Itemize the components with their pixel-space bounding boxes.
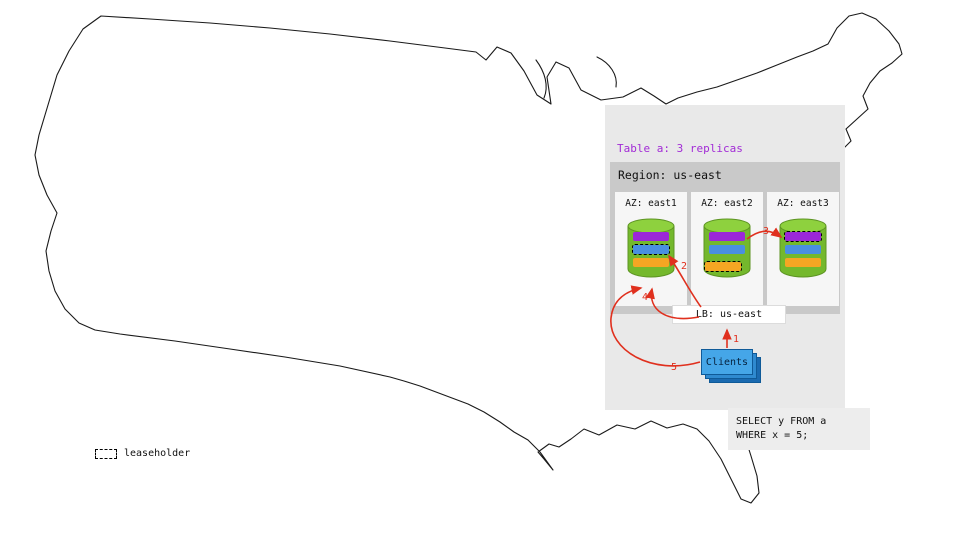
- leaseholder-legend-label: leaseholder: [124, 448, 191, 459]
- sql-line-2: WHERE x = 5;: [736, 430, 809, 441]
- legend-table-a: Table a: 3 replicas: [617, 142, 743, 155]
- replica-table-a: [709, 232, 745, 241]
- db-cylinder-east2: [703, 218, 751, 278]
- sql-line-1: SELECT y FROM a: [736, 416, 827, 427]
- replica-table-b: [633, 258, 669, 267]
- az-east2: AZ: east2: [691, 192, 763, 306]
- az-east2-label: AZ: east2: [701, 198, 753, 209]
- az-east1-label: AZ: east1: [625, 198, 677, 209]
- sql-query-box: SELECT y FROM a WHERE x = 5;: [728, 408, 870, 450]
- arrow-label-3: 3: [763, 226, 770, 237]
- az-east3-label: AZ: east3: [777, 198, 829, 209]
- replica-table-b-leaseholder: [704, 261, 742, 272]
- replica-table-a: [633, 232, 669, 241]
- region-title: Region: us-east: [618, 168, 722, 182]
- clients-box: Clients: [701, 349, 761, 383]
- arrow-label-5: 5: [671, 362, 678, 373]
- arrow-label-2: 2: [681, 261, 688, 272]
- replica-table-a-leaseholder: [784, 231, 822, 242]
- leaseholder-legend: leaseholder: [95, 448, 190, 459]
- az-east1: AZ: east1: [615, 192, 687, 306]
- az-east3: AZ: east3: [767, 192, 839, 306]
- replica-index-a: [785, 245, 821, 254]
- db-cylinder-east3: [779, 218, 827, 278]
- replica-index-a: [709, 245, 745, 254]
- arrow-label-1: 1: [733, 334, 740, 345]
- replica-table-b: [785, 258, 821, 267]
- leaseholder-dashed-icon: [95, 448, 117, 459]
- clients-label: Clients: [701, 349, 753, 375]
- region-box: Region: us-east AZ: east1 AZ: east2: [610, 162, 840, 314]
- db-cylinder-east1: [627, 218, 675, 278]
- replica-index-a-leaseholder: [632, 244, 670, 255]
- arrow-label-4: 4: [642, 292, 649, 303]
- load-balancer-box: LB: us-east: [672, 305, 786, 324]
- topology-panel: Table a: 3 replicas Index a: 3 replicas …: [605, 105, 845, 410]
